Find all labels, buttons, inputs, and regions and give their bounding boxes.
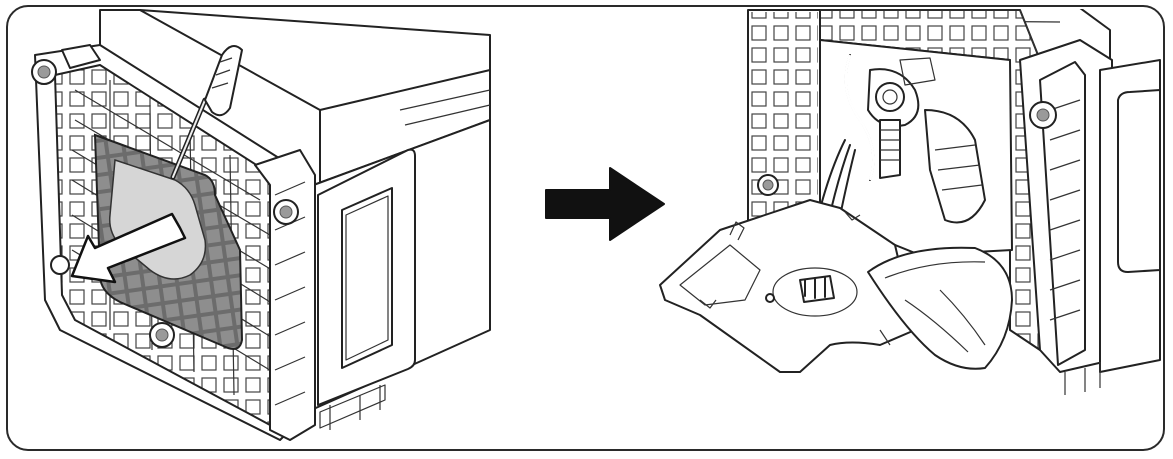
left-panel: [31, 9, 491, 441]
screwdriver-icon: [170, 45, 243, 180]
screw-icon-group: [31, 59, 299, 348]
front-frame: [747, 9, 1041, 351]
next-step-arrow-icon: [545, 167, 665, 241]
pull-arrow-icon: [70, 212, 187, 284]
right-panel: [659, 9, 1161, 395]
screw-icon: [50, 255, 70, 275]
appliance-side: [1019, 39, 1161, 395]
appliance-side: [299, 119, 491, 430]
drain-flap: [659, 199, 916, 373]
cloth-icon: [867, 246, 1013, 370]
